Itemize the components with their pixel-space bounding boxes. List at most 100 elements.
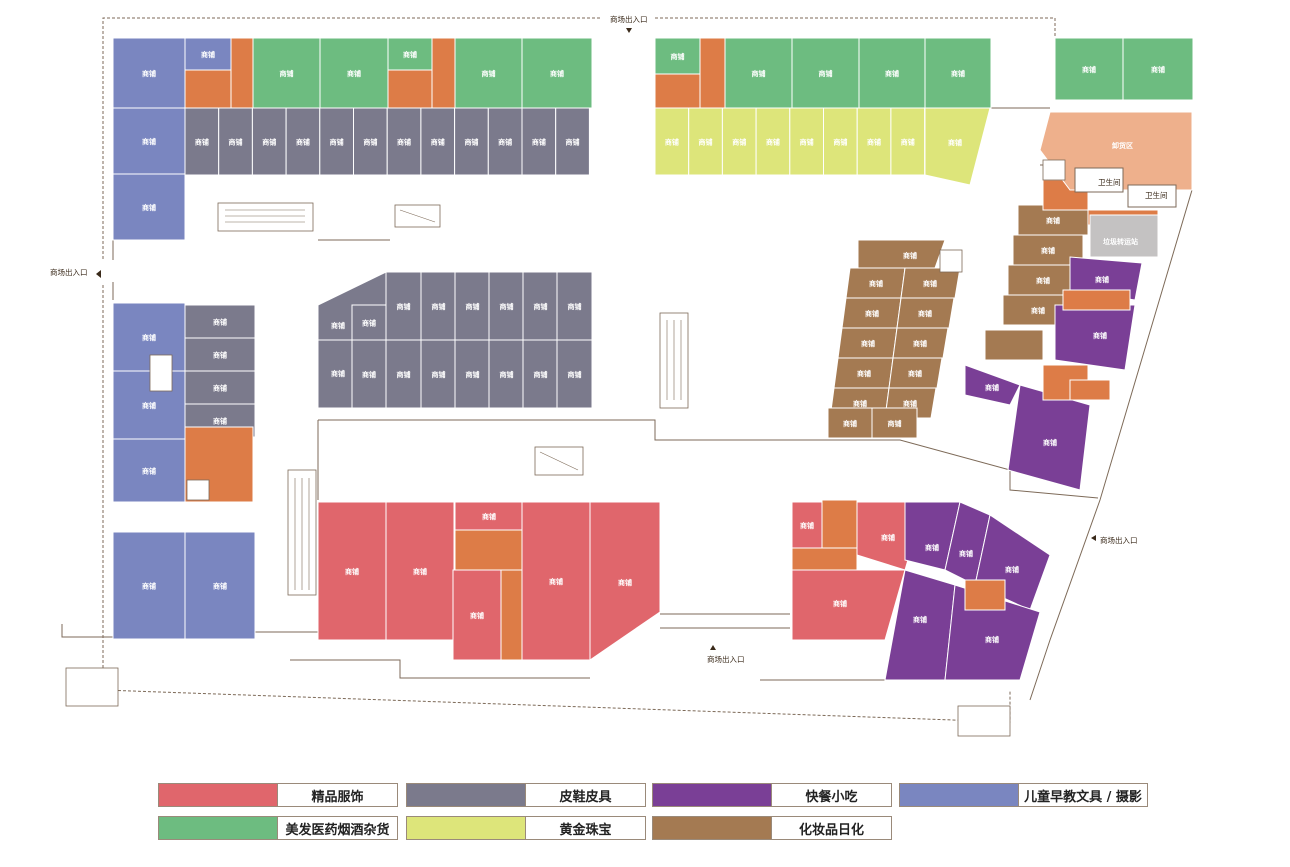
legend-item-clothing: 精品服饰: [158, 783, 398, 807]
stair-block: [230, 37, 254, 109]
shop-shoes-label: 商铺: [568, 302, 582, 311]
shop-shoes-label: 商铺: [397, 370, 411, 379]
shop-shoes-label: 商铺: [195, 138, 209, 147]
shop-kids-label: 商铺: [142, 467, 156, 476]
toilet-1-label: 卫生间: [1098, 177, 1121, 187]
shop-shoes-label: 商铺: [397, 138, 411, 147]
shop-shoes-label: 商铺: [213, 318, 227, 327]
shop-gold: [924, 107, 991, 186]
toilet-2-label: 卫生间: [1145, 190, 1168, 200]
shop-snack-label: 商铺: [1093, 331, 1107, 340]
legend-label: 精品服饰: [277, 784, 397, 806]
shop-beauty-label: 商铺: [819, 69, 833, 78]
shop-shoes-label: 商铺: [362, 370, 376, 379]
shop-cosm-label: 商铺: [913, 339, 927, 348]
shop-clothing-label: 商铺: [881, 533, 895, 542]
shop-cosm: [888, 357, 943, 389]
shop-shoes-label: 商铺: [330, 138, 344, 147]
shop-shoes-label: 商铺: [296, 138, 310, 147]
legend-item-beauty: 美发医药烟酒杂货: [158, 816, 398, 840]
shop-kids: [112, 302, 186, 372]
shop-cosm-label: 商铺: [903, 251, 917, 260]
stairs-zone: [184, 37, 1159, 661]
shop-shoes-label: 商铺: [432, 370, 446, 379]
shop-kids: [112, 107, 186, 175]
shop-kids-label: 商铺: [142, 203, 156, 212]
legend-label: 快餐小吃: [771, 784, 891, 806]
shop-kids-label: 商铺: [142, 401, 156, 410]
shop-shoes-label: 商铺: [229, 138, 243, 147]
shop-gold-label: 商铺: [901, 138, 915, 147]
shop-gold: [789, 107, 824, 176]
shop-kids-label: 商铺: [201, 50, 215, 59]
shop-clothing: [454, 501, 524, 531]
shop-gold-label: 商铺: [867, 138, 881, 147]
legend-swatch: [159, 817, 277, 839]
shop-cosm-label: 商铺: [869, 279, 883, 288]
entrance-west-label: 商场出入口: [50, 267, 88, 277]
shop-cosm-label: 商铺: [865, 309, 879, 318]
shop-shoes: [556, 271, 593, 341]
shop-cosm-label: 商铺: [857, 369, 871, 378]
shop-gold-label: 商铺: [833, 138, 847, 147]
legend-swatch: [407, 784, 525, 806]
stair-block: [1069, 379, 1111, 401]
shop-cosm-label: 商铺: [1041, 246, 1055, 255]
stair-block: [699, 37, 726, 109]
shop-kids: [112, 173, 186, 241]
shop-snack-label: 商铺: [985, 635, 999, 644]
shop-shoes-label: 商铺: [213, 417, 227, 426]
shop-shoes: [454, 271, 491, 341]
shop-snack-label: 商铺: [913, 615, 927, 624]
shop-cosm: [896, 297, 955, 329]
shop-shoes-label: 商铺: [213, 384, 227, 393]
shop-gold-label: 商铺: [699, 138, 713, 147]
beauty-zone: 商铺商铺商铺商铺商铺商铺商铺商铺商铺商铺商铺: [252, 37, 1194, 109]
shop-shoes-label: 商铺: [331, 369, 345, 378]
shop-shoes-label: 商铺: [431, 138, 445, 147]
shop-shoes-label: 商铺: [464, 138, 478, 147]
shop-cosm-label: 商铺: [853, 399, 867, 408]
shop-beauty-label: 商铺: [671, 52, 685, 61]
shop-clothing-label: 商铺: [833, 599, 847, 608]
legend-item-kids: 儿童早教文具 / 摄影: [899, 783, 1148, 807]
shop-beauty: [858, 37, 926, 109]
shop-beauty-label: 商铺: [1151, 65, 1165, 74]
shop-cosm-label: 商铺: [843, 419, 857, 428]
shop-shoes-label: 商铺: [500, 302, 514, 311]
shop-clothing: [452, 569, 502, 661]
shop-shoes-label: 商铺: [534, 370, 548, 379]
shoes-zone: 商铺商铺商铺商铺商铺商铺商铺商铺商铺商铺商铺商铺商铺商铺商铺商铺商铺商铺商铺商铺…: [184, 107, 593, 438]
toilet-2: [1127, 184, 1177, 208]
shop-beauty-label: 商铺: [1082, 65, 1096, 74]
shop-cosm: [984, 329, 1044, 361]
shop-beauty-label: 商铺: [752, 69, 766, 78]
shop-shoes: [420, 107, 456, 176]
legend-swatch: [407, 817, 525, 839]
legend: 精品服饰皮鞋皮具快餐小吃儿童早教文具 / 摄影美发医药烟酒杂货黄金珠宝化妆品日化: [158, 783, 1148, 845]
shop-beauty-label: 商铺: [550, 69, 564, 78]
shop-kids: [112, 531, 186, 640]
legend-label: 化妆品日化: [771, 817, 891, 839]
shop-cosm-label: 商铺: [1031, 306, 1045, 315]
shop-shoes-label: 商铺: [568, 370, 582, 379]
shop-shoes-label: 商铺: [466, 302, 480, 311]
shop-shoes: [184, 304, 256, 339]
legend-item-shoes: 皮鞋皮具: [406, 783, 646, 807]
shop-shoes-label: 商铺: [466, 370, 480, 379]
shop-beauty-label: 商铺: [951, 69, 965, 78]
shop-kids-label: 商铺: [142, 582, 156, 591]
legend-swatch: [159, 784, 277, 806]
shop-cosm-label: 商铺: [903, 399, 917, 408]
shop-snack: [1069, 256, 1143, 301]
legend-item-cosmetics: 化妆品日化: [652, 816, 892, 840]
stair-block: [964, 579, 1006, 611]
shop-beauty-label: 商铺: [403, 50, 417, 59]
shop-gold-label: 商铺: [732, 138, 746, 147]
shop-clothing-label: 商铺: [413, 567, 427, 576]
shop-snack-label: 商铺: [925, 543, 939, 552]
shop-beauty: [1054, 37, 1124, 101]
shop-gold-label: 商铺: [665, 138, 679, 147]
shop-clothing: [791, 569, 906, 641]
